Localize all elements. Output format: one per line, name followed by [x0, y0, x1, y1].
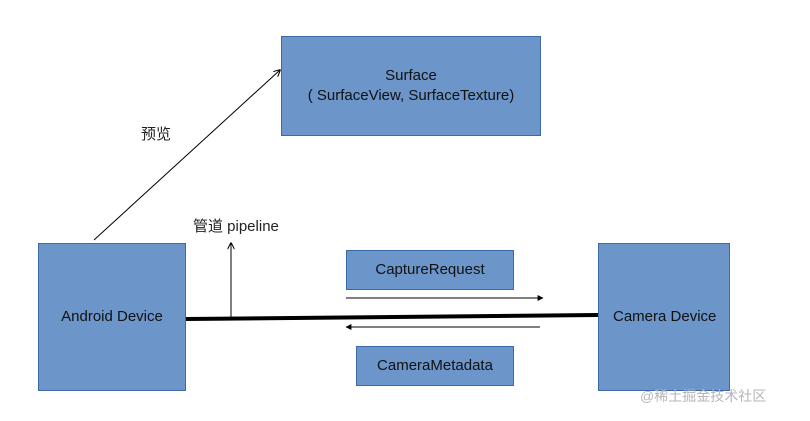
capture-request-label: CaptureRequest [375, 261, 485, 278]
camera-metadata-box: CameraMetadata [356, 346, 514, 386]
surface-box: Surface ( SurfaceView, SurfaceTexture) [281, 36, 541, 136]
pipeline-label: 管道 pipeline [193, 218, 279, 235]
android-device-label: Android Device [61, 308, 163, 325]
pipeline-line [185, 313, 599, 321]
camera-device-box: Camera Device [598, 243, 730, 391]
watermark: @稀土掘金技术社区 [640, 388, 767, 404]
camera-metadata-label: CameraMetadata [377, 357, 493, 374]
android-device-box: Android Device [38, 243, 186, 391]
camera-device-label: Camera Device [613, 308, 717, 325]
surface-title: Surface [385, 67, 437, 84]
preview-label: 预览 [141, 126, 172, 143]
surface-subtitle: ( SurfaceView, SurfaceTexture) [307, 87, 515, 104]
preview-arrow [93, 70, 280, 241]
capture-request-box: CaptureRequest [346, 250, 514, 290]
